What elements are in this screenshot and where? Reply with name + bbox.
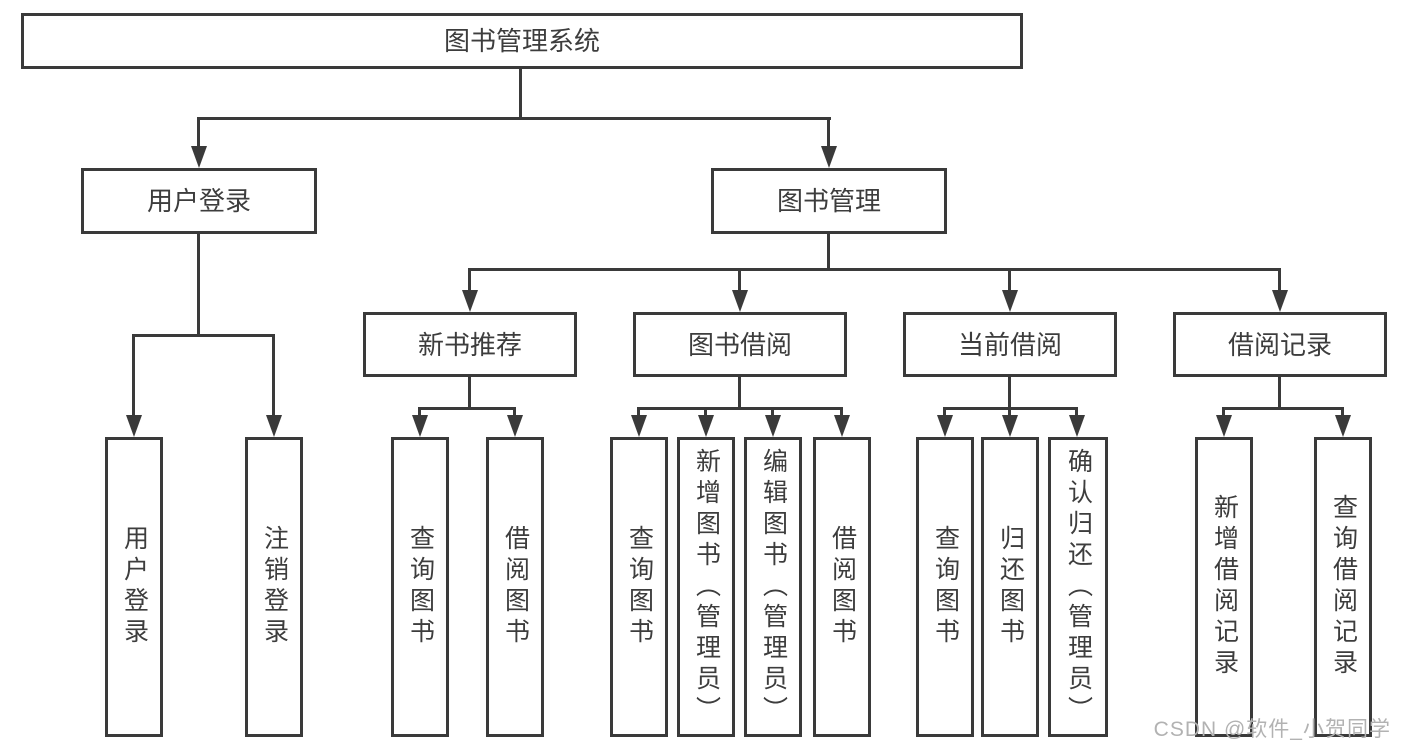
connector-line: [1222, 407, 1225, 419]
arrow-down-icon: [266, 415, 282, 437]
node-label: 新书推荐: [417, 329, 522, 360]
connector-line: [1341, 407, 1344, 419]
arrow-down-icon: [126, 415, 142, 437]
node-book-management: 图书管理: [711, 168, 947, 234]
node-book-borrowing: 图书借阅: [633, 312, 847, 377]
connector-line: [637, 407, 640, 419]
connector-line: [943, 407, 946, 419]
node-label: 当前借阅: [957, 329, 1062, 360]
arrow-down-icon: [732, 290, 748, 312]
arrow-down-icon: [191, 146, 207, 168]
leaf-query-books-2: 查询图书: [610, 437, 668, 737]
arrow-down-icon: [1002, 415, 1018, 437]
leaf-query-borrow-record: 查询借阅记录: [1314, 437, 1372, 737]
connector-line: [197, 117, 200, 149]
leaf-user-login: 用户登录: [105, 437, 163, 737]
node-new-book-recommendation: 新书推荐: [363, 312, 577, 377]
connector-line: [418, 407, 421, 419]
arrow-down-icon: [765, 415, 781, 437]
connector-line: [1222, 407, 1344, 410]
connector-line: [197, 117, 831, 120]
connector-line: [1008, 407, 1011, 419]
connector-line: [827, 234, 830, 271]
leaf-label: 查询图书: [406, 525, 435, 649]
connector-line: [132, 334, 275, 337]
node-current-borrowing: 当前借阅: [903, 312, 1117, 377]
arrow-down-icon: [631, 415, 647, 437]
leaf-label: 确认归还（管理员）: [1064, 447, 1093, 727]
connector-line: [704, 407, 707, 419]
leaf-label: 新增图书（管理员）: [692, 447, 721, 727]
leaf-borrow-books-2: 借阅图书: [813, 437, 871, 737]
arrow-down-icon: [1069, 415, 1085, 437]
arrow-down-icon: [1002, 290, 1018, 312]
connector-line: [468, 268, 471, 294]
node-label: 用户登录: [146, 186, 251, 216]
arrow-down-icon: [1216, 415, 1232, 437]
leaf-label: 查询图书: [625, 525, 654, 649]
connector-line: [1075, 407, 1078, 419]
arrow-down-icon: [834, 415, 850, 437]
leaf-add-book-admin: 新增图书（管理员）: [677, 437, 735, 737]
arrow-down-icon: [462, 290, 478, 312]
watermark: CSDN @软件_小贺同学: [1153, 718, 1391, 741]
connector-line: [738, 268, 741, 294]
leaf-label: 查询图书: [931, 525, 960, 649]
arrow-down-icon: [698, 415, 714, 437]
leaf-add-borrow-record: 新增借阅记录: [1195, 437, 1253, 737]
node-label: 图书管理: [776, 186, 881, 216]
node-borrowing-records: 借阅记录: [1173, 312, 1387, 377]
connector-line: [827, 117, 830, 149]
connector-line: [771, 407, 774, 419]
arrow-down-icon: [1272, 290, 1288, 312]
connector-line: [468, 268, 1281, 271]
connector-line: [1008, 268, 1011, 294]
arrow-down-icon: [821, 146, 837, 168]
node-label: 借阅记录: [1227, 329, 1332, 360]
connector-line: [132, 334, 135, 418]
connector-line: [1008, 377, 1011, 410]
leaf-label: 归还图书: [996, 525, 1025, 649]
leaf-label: 用户登录: [120, 525, 149, 649]
connector-line: [1278, 268, 1281, 294]
arrow-down-icon: [937, 415, 953, 437]
leaf-query-books-3: 查询图书: [916, 437, 974, 737]
leaf-label: 借阅图书: [501, 525, 530, 649]
leaf-confirm-return-admin: 确认归还（管理员）: [1048, 437, 1108, 737]
leaf-edit-book-admin: 编辑图书（管理员）: [744, 437, 802, 737]
arrow-down-icon: [412, 415, 428, 437]
node-label: 图书管理系统: [443, 26, 600, 56]
connector-line: [197, 234, 200, 337]
connector-line: [637, 407, 843, 410]
connector-line: [840, 407, 843, 419]
arrow-down-icon: [1335, 415, 1351, 437]
arrow-down-icon: [507, 415, 523, 437]
connector-line: [1278, 377, 1281, 410]
connector-line: [418, 407, 516, 410]
connector-line: [272, 334, 275, 418]
node-label: 图书借阅: [687, 329, 792, 360]
leaf-logout: 注销登录: [245, 437, 303, 737]
leaf-label: 新增借阅记录: [1210, 494, 1239, 680]
leaf-return-book: 归还图书: [981, 437, 1039, 737]
node-library-management-system: 图书管理系统: [21, 13, 1023, 69]
node-user-login: 用户登录: [81, 168, 317, 234]
leaf-label: 注销登录: [260, 525, 289, 649]
leaf-label: 查询借阅记录: [1329, 494, 1358, 680]
connector-line: [519, 68, 522, 118]
connector-line: [513, 407, 516, 419]
leaf-label: 借阅图书: [828, 525, 857, 649]
leaf-label: 编辑图书（管理员）: [759, 447, 788, 727]
leaf-query-books-1: 查询图书: [391, 437, 449, 737]
connector-line: [468, 377, 471, 410]
connector-line: [738, 377, 741, 410]
leaf-borrow-books-1: 借阅图书: [486, 437, 544, 737]
